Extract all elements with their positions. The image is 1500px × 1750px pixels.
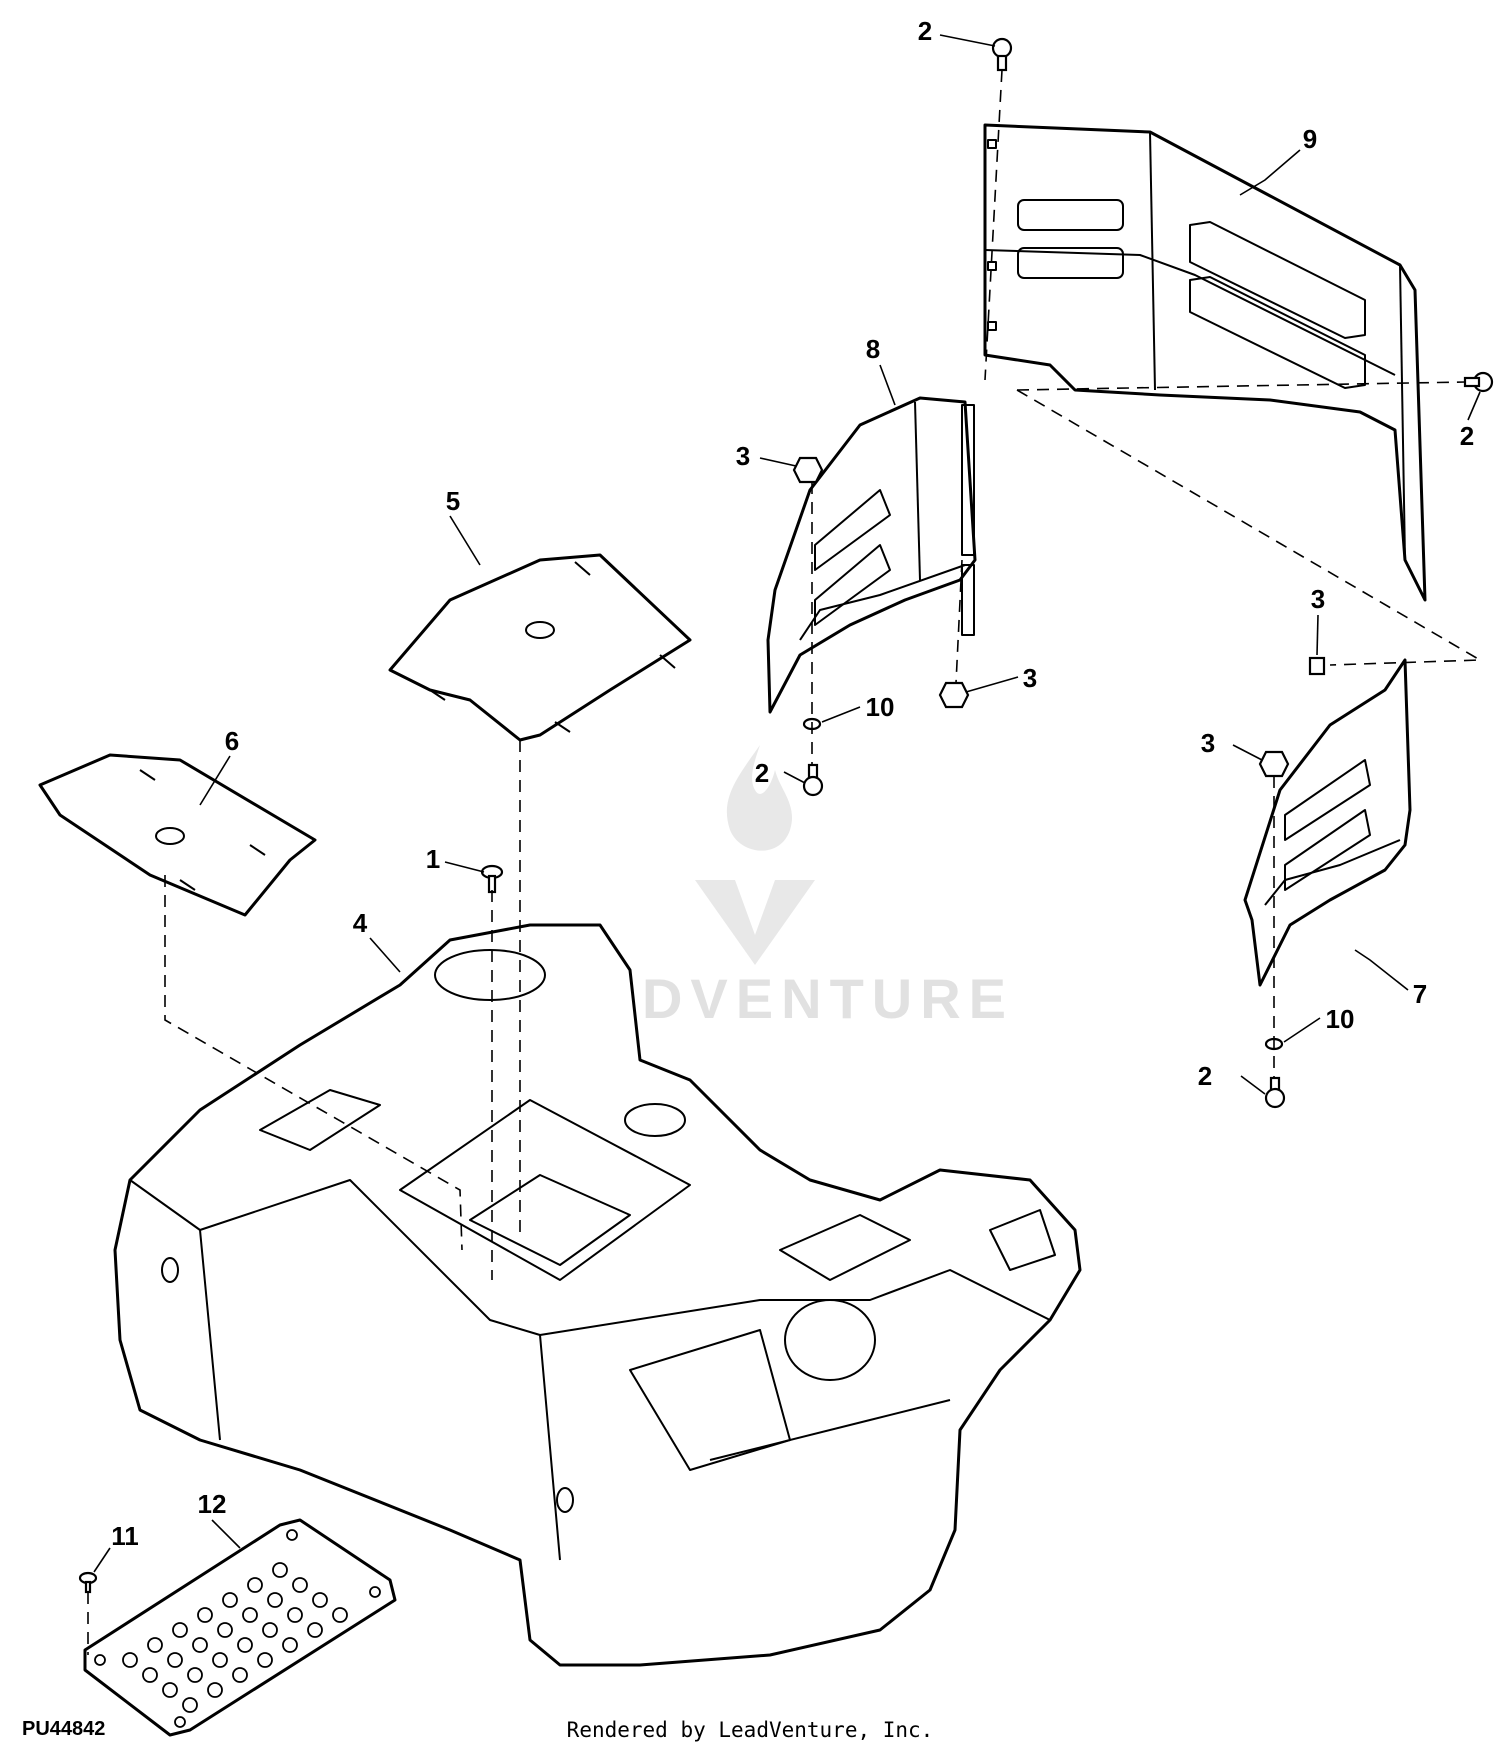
callout-12: 12: [198, 1489, 227, 1519]
callout-2-lower-right: 2: [1198, 1061, 1212, 1091]
callout-11: 11: [111, 1521, 139, 1551]
screw-2-left: [802, 763, 824, 797]
nut-3-b: [938, 681, 970, 709]
render-credit: Rendered by LeadVenture, Inc.: [566, 1718, 934, 1742]
callout-3-d: 3: [1201, 728, 1215, 758]
callout-6: 6: [225, 726, 239, 756]
screw-2-top: [991, 37, 1013, 72]
callout-9: 9: [1303, 124, 1317, 154]
part-4-console-body: [113, 923, 1082, 1667]
nut-3-a: [792, 456, 824, 484]
callout-10-b: 10: [1326, 1004, 1355, 1034]
callout-5: 5: [446, 486, 460, 516]
part-5-cover-plate: [388, 553, 692, 742]
nut-3-d: [1258, 750, 1290, 778]
screw-2-lower-right: [1264, 1076, 1286, 1109]
callout-4: 4: [353, 908, 368, 938]
part-7-right-side-panel: [1243, 658, 1412, 987]
callout-1: 1: [426, 844, 440, 874]
callout-3-c: 3: [1311, 584, 1325, 614]
assembly-lines: [87, 69, 1483, 1655]
leader-lines: [93, 34, 1481, 1573]
fastener-1: [480, 864, 504, 894]
part-6-cover-plate: [38, 753, 317, 917]
callout-8: 8: [866, 334, 880, 364]
nut-3-c: [1308, 656, 1326, 676]
callouts: 2 9 2 8 3 3 3 3 10 10 2 2 5 6 1 4 7 11 1…: [111, 16, 1474, 1551]
part-8-left-side-panel: [766, 396, 977, 714]
screw-2-right: [1463, 371, 1494, 393]
callout-10-a: 10: [866, 692, 895, 722]
callout-2-right: 2: [1460, 421, 1474, 451]
callout-2-top: 2: [918, 16, 932, 46]
callout-3-a: 3: [736, 441, 750, 471]
callout-2-left: 2: [755, 758, 769, 788]
part-12-perforated-mat: [83, 1518, 397, 1737]
callout-3-b: 3: [1023, 663, 1037, 693]
part-9-rear-panel: [983, 123, 1427, 602]
diagram-reference-code: PU44842: [22, 1718, 106, 1740]
fastener-11: [78, 1571, 98, 1594]
callout-7: 7: [1413, 979, 1427, 1009]
hardware: [78, 37, 1494, 1594]
